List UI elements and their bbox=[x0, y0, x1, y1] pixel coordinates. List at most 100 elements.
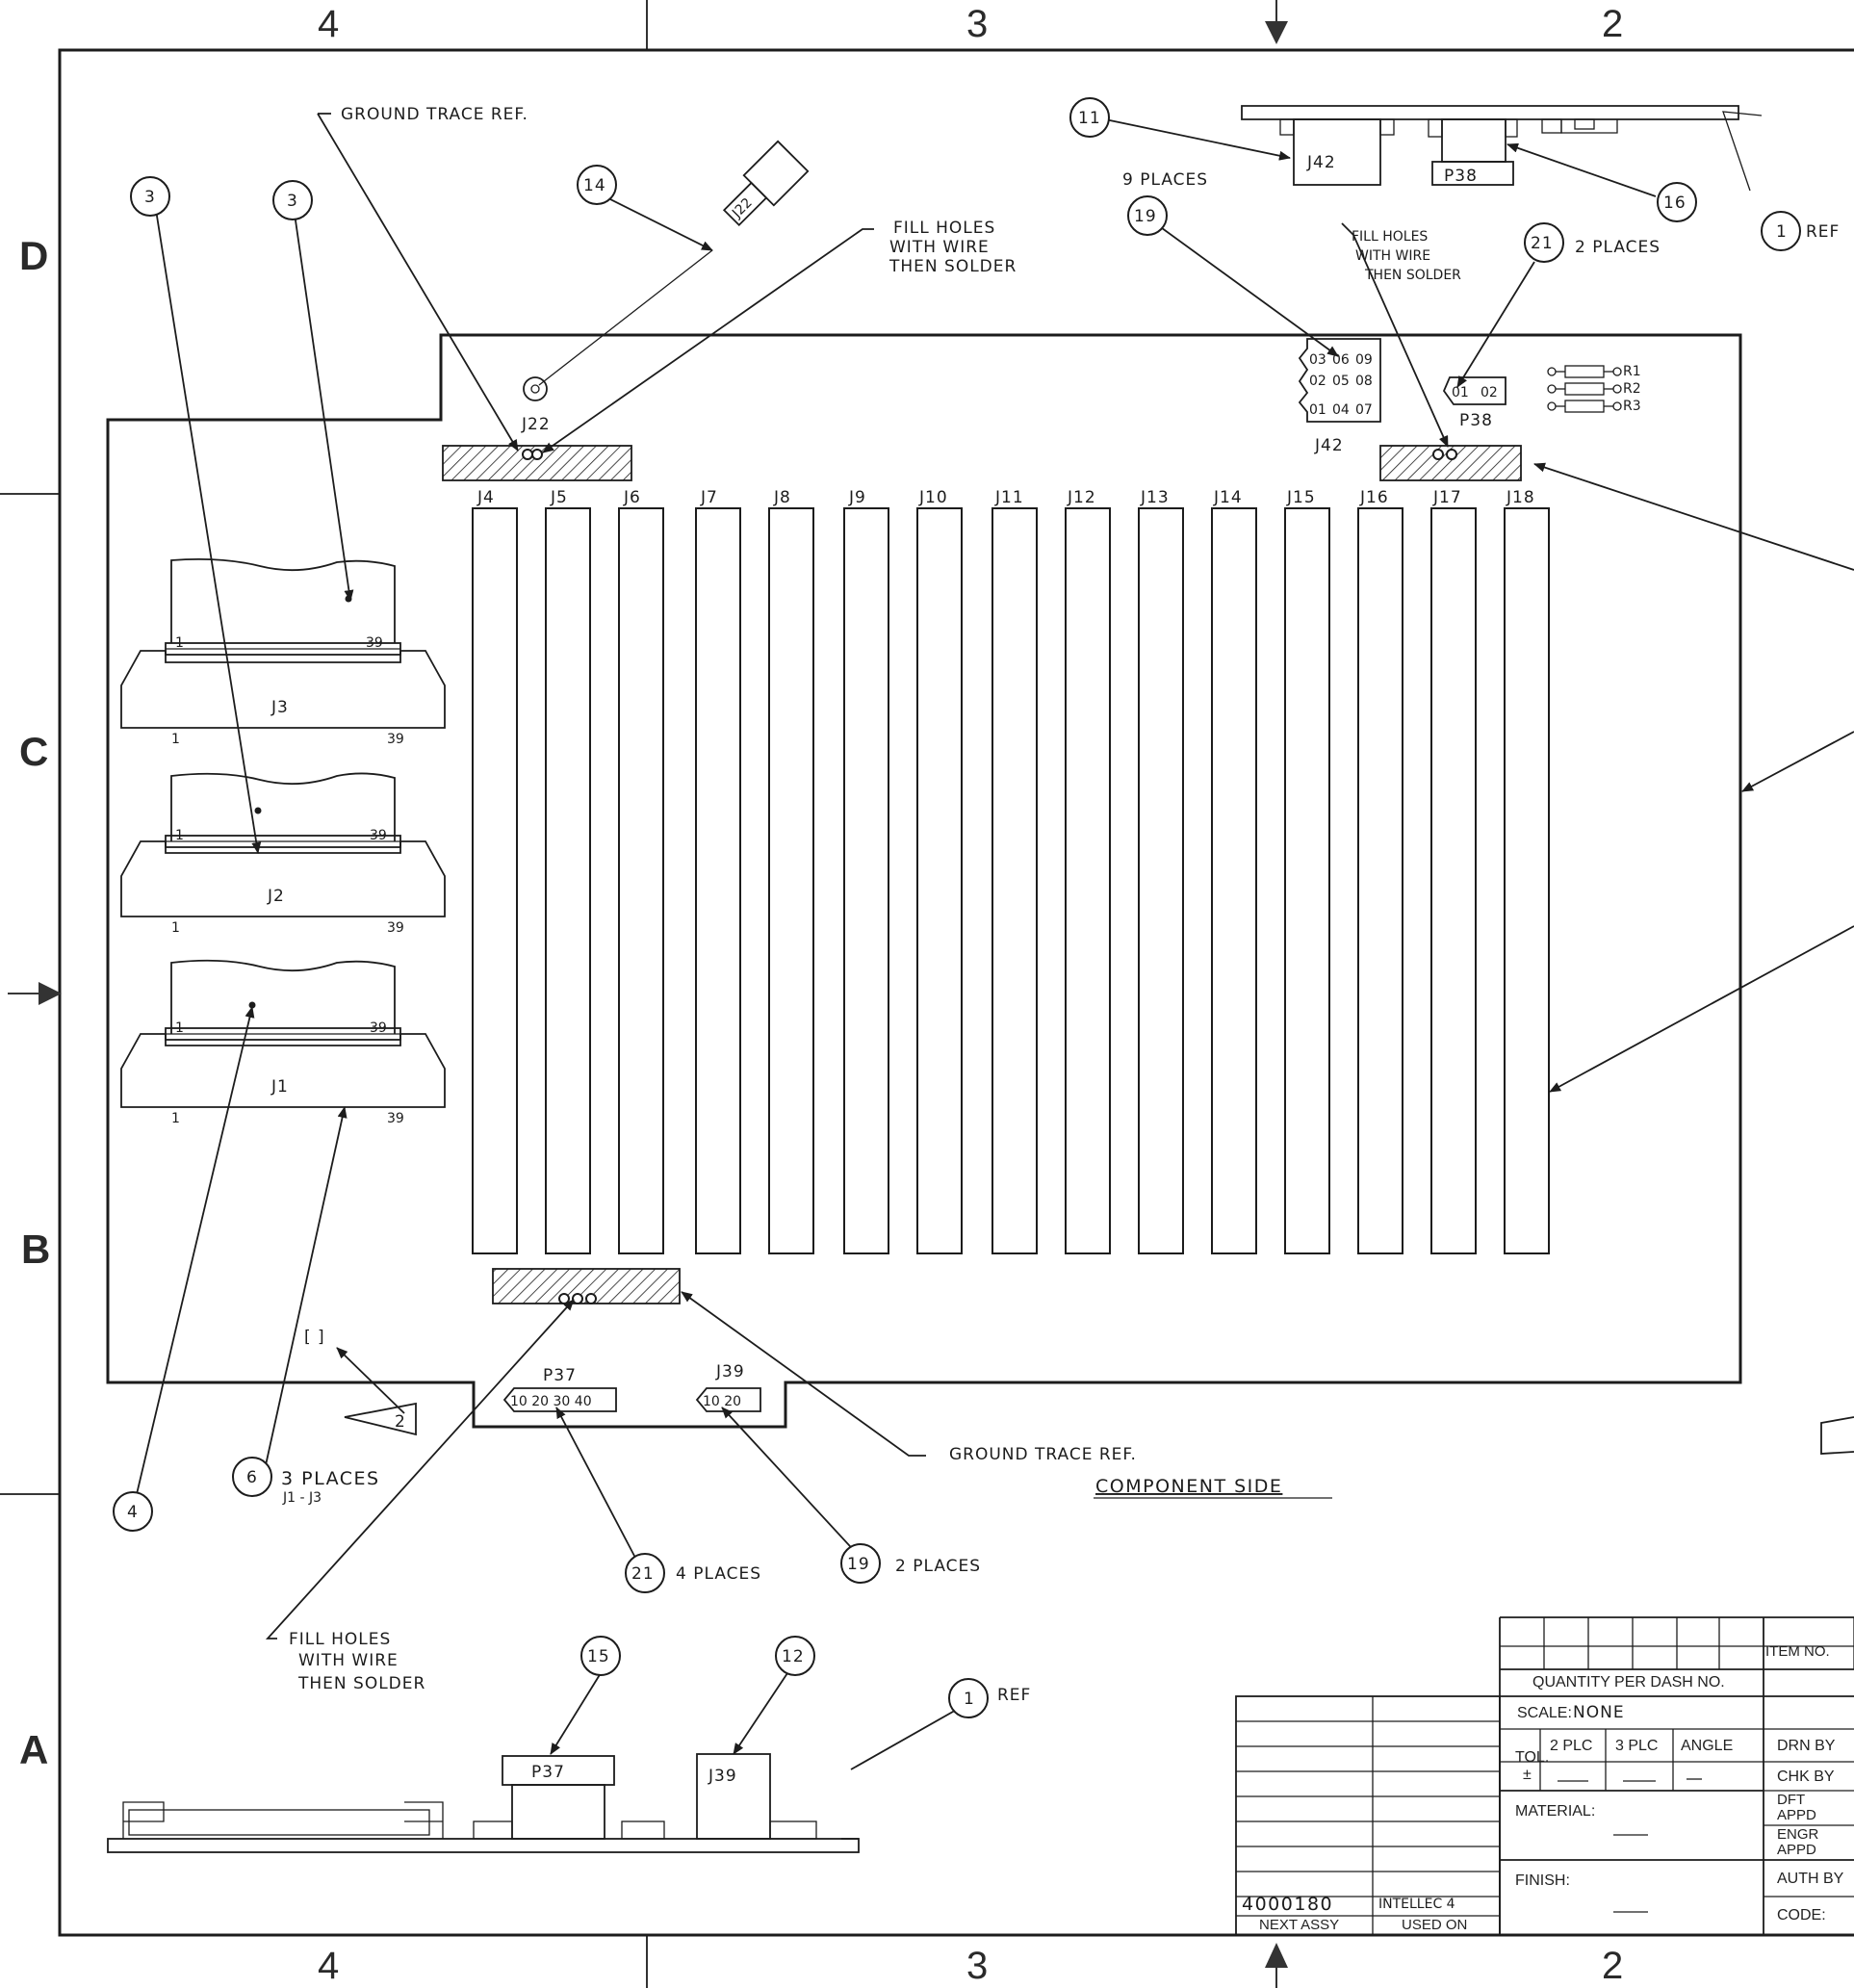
j2-bottom-pin-last: 39 bbox=[387, 920, 404, 936]
zone-top-2: 2 bbox=[1602, 3, 1623, 45]
slot-j11: J11 bbox=[991, 488, 1038, 1254]
slot-j6: J6 bbox=[618, 488, 664, 1254]
zone-bottom-3: 3 bbox=[966, 1945, 988, 1987]
leader-lines bbox=[136, 111, 1854, 1770]
slot-label: J18 bbox=[1506, 488, 1535, 507]
callout-6: 6 bbox=[232, 1457, 272, 1497]
zone-bottom-2: 2 bbox=[1602, 1945, 1623, 1987]
callout-number: 21 bbox=[1531, 234, 1554, 253]
j3-bottom-pin-first: 1 bbox=[171, 732, 180, 747]
component-side-title: COMPONENT SIDE bbox=[1095, 1476, 1282, 1497]
j42-pin: 01 bbox=[1309, 402, 1326, 418]
p37-pins: 10 20 30 40 bbox=[510, 1394, 592, 1409]
zone-left-c: C bbox=[19, 729, 48, 774]
side-p37-label: P37 bbox=[531, 1763, 565, 1782]
title-scale-value: NONE bbox=[1573, 1703, 1625, 1722]
slot-label: J4 bbox=[476, 488, 495, 507]
j1-pin-last: 39 bbox=[370, 1020, 387, 1036]
callout-12: 12 bbox=[775, 1636, 815, 1676]
callout-number: 19 bbox=[847, 1555, 870, 1574]
title-engr-appd: APPD bbox=[1777, 1842, 1816, 1858]
j42-pin: 03 bbox=[1309, 352, 1326, 368]
callout-1-bottom-note: REF bbox=[997, 1686, 1031, 1705]
fill-holes-note-3-line-1: FILL HOLES bbox=[289, 1630, 391, 1649]
callout-number: 3 bbox=[144, 188, 156, 207]
p38-label: P38 bbox=[1459, 411, 1493, 430]
callout-number: 11 bbox=[1078, 109, 1101, 128]
slot-j4: J4 bbox=[472, 488, 518, 1254]
p37-header: 10 20 30 40 P37 bbox=[502, 1366, 617, 1412]
slot-label: J10 bbox=[918, 488, 948, 507]
p38-header: 01 02 P38 bbox=[1442, 376, 1506, 430]
revision-flag-partial bbox=[1820, 1416, 1854, 1455]
callout-4: 4 bbox=[113, 1491, 153, 1532]
fill-holes-note-1-line-3: THEN SOLDER bbox=[888, 257, 1017, 276]
j39-header: 10 20 J39 bbox=[695, 1362, 761, 1412]
board-outline bbox=[106, 333, 1742, 1429]
fill-holes-note-2-line-3: THEN SOLDER bbox=[1364, 268, 1461, 283]
callout-15: 15 bbox=[580, 1636, 621, 1676]
callout-number: 19 bbox=[1134, 207, 1157, 226]
callout-14: 14 bbox=[577, 165, 617, 205]
flag2-label: 2 bbox=[395, 1412, 406, 1432]
callout-number: 1 bbox=[964, 1690, 975, 1709]
title-2plc: 2 PLC bbox=[1550, 1738, 1592, 1754]
callout-19-bottom-note: 2 PLACES bbox=[895, 1557, 981, 1576]
j3-label: J3 bbox=[270, 698, 289, 717]
j1-bottom-pin-first: 1 bbox=[171, 1111, 180, 1126]
title-drn-by: DRN BY bbox=[1777, 1738, 1836, 1754]
slot-j7: J7 bbox=[695, 488, 741, 1254]
p38-pin: 01 bbox=[1452, 385, 1469, 400]
title-block bbox=[1235, 1616, 1854, 1936]
slot-j14: J14 bbox=[1211, 488, 1257, 1254]
ground-trace-note-bottom: GROUND TRACE REF. bbox=[949, 1445, 1137, 1464]
j42-label: J42 bbox=[1314, 436, 1344, 455]
ground-trace-note-top: GROUND TRACE REF. bbox=[341, 105, 528, 124]
callout-number: 15 bbox=[587, 1647, 610, 1666]
fill-holes-note-2-line-1: FILL HOLES bbox=[1352, 229, 1428, 245]
slot-label: J17 bbox=[1432, 488, 1462, 507]
zone-top-4: 4 bbox=[318, 3, 339, 45]
p37-label: P37 bbox=[543, 1366, 577, 1385]
revision-flag bbox=[344, 1402, 417, 1436]
title-chk-by: CHK BY bbox=[1777, 1769, 1835, 1785]
fill-holes-note-1-line-1: FILL HOLES bbox=[893, 219, 995, 238]
slot-j13: J13 bbox=[1138, 488, 1184, 1254]
title-item-no: ITEM NO. bbox=[1765, 1643, 1830, 1660]
j1-bottom-pin-last: 39 bbox=[387, 1111, 404, 1126]
callout-6-note: 3 PLACES bbox=[281, 1468, 380, 1489]
zone-left-b: B bbox=[21, 1226, 50, 1272]
j3-bottom-pin-last: 39 bbox=[387, 732, 404, 747]
slot-j9: J9 bbox=[843, 488, 889, 1254]
title-tol-pm: ± bbox=[1523, 1767, 1532, 1783]
j42-pin: 07 bbox=[1355, 402, 1373, 418]
callout-1-top-note: REF bbox=[1806, 222, 1840, 242]
j42-pin: 09 bbox=[1355, 352, 1373, 368]
bottom-side-view bbox=[107, 1753, 860, 1853]
slot-j15: J15 bbox=[1284, 488, 1330, 1254]
callout-21-bottom-note: 4 PLACES bbox=[676, 1564, 761, 1584]
slot-j12: J12 bbox=[1065, 488, 1111, 1254]
j1-label: J1 bbox=[270, 1077, 289, 1097]
slot-label: J12 bbox=[1067, 488, 1096, 507]
callout-3-right: 3 bbox=[272, 180, 313, 220]
title-3plc: 3 PLC bbox=[1615, 1738, 1658, 1754]
callout-11-note: 9 PLACES bbox=[1122, 170, 1208, 190]
callout-16: 16 bbox=[1657, 182, 1697, 222]
callout-1-top: 1 bbox=[1761, 211, 1801, 251]
slot-j8: J8 bbox=[768, 488, 814, 1254]
callout-number: 6 bbox=[246, 1468, 258, 1487]
resistor-network: R1 R2 R3 bbox=[1547, 364, 1641, 414]
slot-j18: J18 bbox=[1504, 488, 1550, 1254]
slot-label: J9 bbox=[848, 488, 866, 507]
slot-label: J5 bbox=[550, 488, 568, 507]
fill-holes-note-3-line-3: THEN SOLDER bbox=[297, 1674, 425, 1693]
fill-holes-note-1-line-2: WITH WIRE bbox=[889, 238, 990, 257]
title-qty-per-dash: QUANTITY PER DASH NO. bbox=[1532, 1674, 1725, 1691]
title-finish: FINISH: bbox=[1515, 1872, 1570, 1889]
top-j42-label: J42 bbox=[1306, 153, 1336, 172]
used-on-value: INTELLEC 4 bbox=[1378, 1897, 1455, 1912]
zone-left-a: A bbox=[19, 1727, 48, 1772]
